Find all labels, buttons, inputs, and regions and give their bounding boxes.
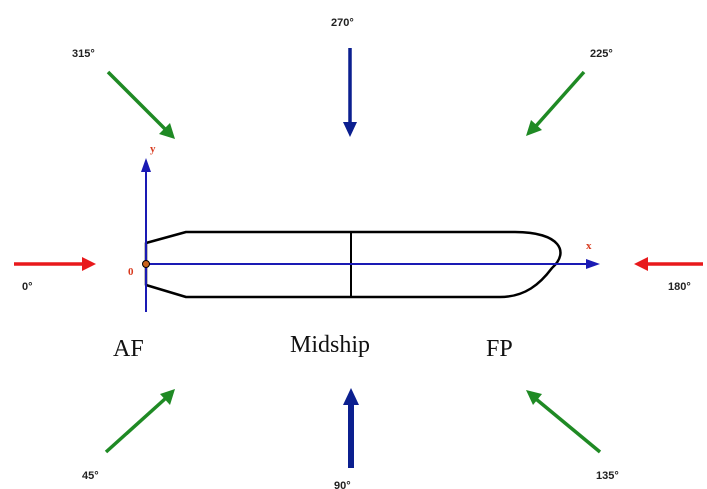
arrow-135-shaft [534, 397, 602, 454]
x-axis-arrowhead [586, 259, 600, 269]
station-label-midship: Midship [290, 332, 370, 358]
arrow-315-head [159, 123, 175, 139]
angle-label-45: 45° [82, 470, 99, 482]
angle-label-315: 315° [72, 48, 95, 60]
angle-label-90: 90° [334, 480, 351, 489]
angle-label-0: 0° [22, 281, 33, 293]
arrow-270-head [343, 122, 357, 137]
y-axis-arrowhead [141, 158, 151, 172]
arrow-45-head [160, 389, 175, 405]
arrow-180-head [634, 257, 648, 271]
arrow-225-head [526, 120, 542, 136]
angle-label-225: 225° [590, 48, 613, 60]
arrow-225-shaft [534, 70, 586, 128]
arrow-45-shaft [104, 396, 168, 454]
station-label-aft: AF [113, 336, 144, 362]
origin-label: 0 [128, 266, 134, 278]
arrow-0-head [82, 257, 96, 271]
angle-label-270: 270° [331, 17, 354, 29]
origin-dot [142, 260, 150, 268]
angle-label-180: 180° [668, 281, 691, 293]
station-label-fore: FP [486, 336, 513, 362]
arrow-315-shaft [106, 70, 168, 132]
angle-label-135: 135° [596, 470, 619, 482]
y-axis-label: y [150, 143, 156, 155]
arrow-90-head [343, 388, 359, 405]
x-axis-label: x [586, 240, 592, 252]
arrow-135-head [526, 390, 542, 405]
